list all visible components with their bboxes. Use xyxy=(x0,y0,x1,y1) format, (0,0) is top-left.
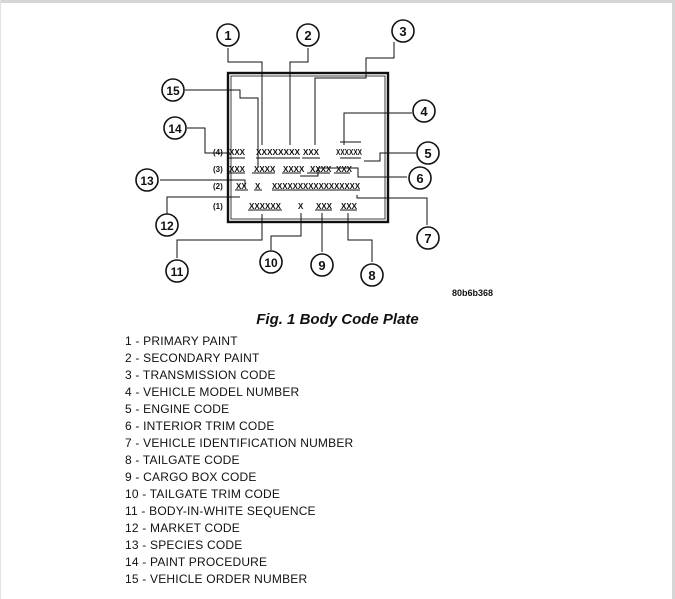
callout-circle-7 xyxy=(416,226,440,250)
callout-number-12: 12 xyxy=(160,219,174,233)
callout-number-1: 1 xyxy=(224,28,231,43)
figure-image-code: 80b6b368 xyxy=(452,288,493,298)
callout-circle-3 xyxy=(391,19,415,43)
row-3-field-1: XXX xyxy=(229,165,246,174)
callout-number-2: 2 xyxy=(304,28,311,43)
window-top-border xyxy=(0,0,675,3)
row-1-field-4: XXX xyxy=(341,202,358,211)
callout-number-3: 3 xyxy=(399,24,406,39)
legend-item: 2 - SECONDARY PAINT xyxy=(125,351,260,365)
legend-item: 5 - ENGINE CODE xyxy=(125,402,230,416)
callout-circle-14 xyxy=(163,116,187,140)
row-1-field-1: XXXXXX xyxy=(249,202,282,211)
callout-circle-9 xyxy=(310,253,334,277)
row-4-label: (4) xyxy=(213,148,223,157)
field-underlines xyxy=(228,141,361,211)
row-2-field-2: X xyxy=(255,182,261,191)
callout-number-5: 5 xyxy=(424,146,431,161)
row-1-field-3: XXX xyxy=(316,202,333,211)
figure-title: Fig. 1 Body Code Plate xyxy=(256,311,419,328)
callout-circle-5 xyxy=(416,141,440,165)
callout-circle-1 xyxy=(216,23,240,47)
callout-circle-15 xyxy=(161,78,185,102)
legend-item: 7 - VEHICLE IDENTIFICATION NUMBER xyxy=(125,436,354,450)
callout-circle-13 xyxy=(135,168,159,192)
callout-circles xyxy=(135,19,440,287)
callout-number-11: 11 xyxy=(171,265,184,279)
legend-item: 12 - MARKET CODE xyxy=(125,521,241,535)
row-3-field-5: XXX xyxy=(336,165,353,174)
row-3-field-4: XXXX xyxy=(310,165,332,174)
row-4-field-3: XXX xyxy=(303,148,320,157)
row-1-field-2: X xyxy=(298,202,304,211)
body-code-plate-diagram: 1 2 3 4 5 6 7 8 9 10 11 12 13 14 15 (4) … xyxy=(135,19,493,298)
callout-circle-12 xyxy=(155,213,179,237)
row-2-field-1: XX xyxy=(236,182,247,191)
legend-item: 3 - TRANSMISSION CODE xyxy=(125,368,276,382)
legend-item: 6 - INTERIOR TRIM CODE xyxy=(125,419,275,433)
row-4-field-4: XXXXXX xyxy=(336,148,363,157)
callout-circle-2 xyxy=(296,23,320,47)
callout-circle-11 xyxy=(165,259,189,283)
plate-inner-outline xyxy=(230,75,386,220)
callout-number-13: 13 xyxy=(140,174,154,188)
callout-number-4: 4 xyxy=(420,104,428,119)
legend-item: 1 - PRIMARY PAINT xyxy=(125,334,238,348)
legend-item: 15 - VEHICLE ORDER NUMBER xyxy=(125,572,308,586)
row-3-field-2: XXXX xyxy=(254,165,276,174)
row-1-label: (1) xyxy=(213,202,223,211)
callout-circle-4 xyxy=(412,99,436,123)
row-4-field-2: XXXXXXXX xyxy=(256,148,301,157)
callout-number-10: 10 xyxy=(264,256,278,270)
legend-item: 8 - TAILGATE CODE xyxy=(125,453,240,467)
callout-number-15: 15 xyxy=(166,84,180,98)
legend-item: 14 - PAINT PROCEDURE xyxy=(125,555,268,569)
plate-outline xyxy=(226,71,390,224)
window-left-border xyxy=(0,0,1,599)
callout-circle-10 xyxy=(259,250,283,274)
legend-item: 9 - CARGO BOX CODE xyxy=(125,470,257,484)
legend-list: 1 - PRIMARY PAINT 2 - SECONDARY PAINT 3 … xyxy=(125,333,353,588)
legend-item: 13 - SPECIES CODE xyxy=(125,538,243,552)
callout-number-7: 7 xyxy=(424,231,431,246)
row-2-label: (2) xyxy=(213,182,223,191)
leader-lines xyxy=(160,42,428,262)
row-3-field-3: XXXX xyxy=(283,165,305,174)
callout-number-6: 6 xyxy=(416,171,423,186)
row-2-field-3: XXXXXXXXXXXXXXXXX xyxy=(272,182,361,191)
legend-item: 4 - VEHICLE MODEL NUMBER xyxy=(125,385,300,399)
legend-item: 10 - TAILGATE TRIM CODE xyxy=(125,487,281,501)
legend-item: 11 - BODY-IN-WHITE SEQUENCE xyxy=(125,504,316,518)
callout-circle-8 xyxy=(360,263,384,287)
row-3-label: (3) xyxy=(213,165,223,174)
row-4-field-1: XXX xyxy=(229,148,246,157)
callout-circle-6 xyxy=(408,166,432,190)
callout-number-14: 14 xyxy=(168,122,182,136)
window-right-border xyxy=(672,0,675,599)
callout-number-9: 9 xyxy=(318,258,325,273)
callout-number-8: 8 xyxy=(368,268,375,283)
